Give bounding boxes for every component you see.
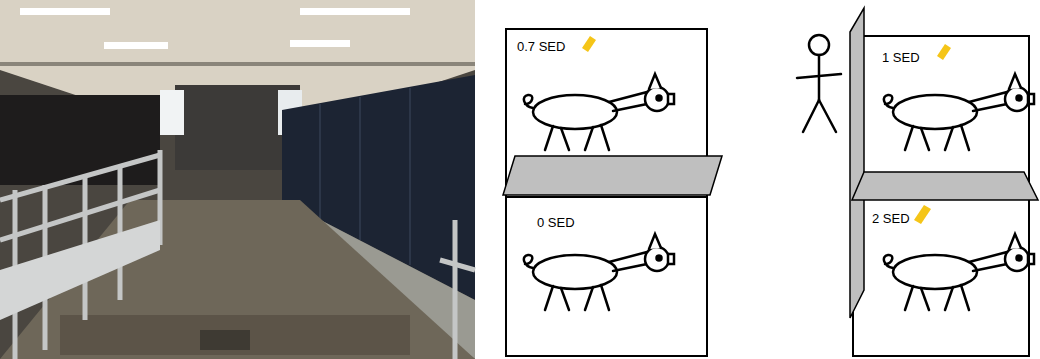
panel-seam [409,88,411,265]
floor-drain [200,330,250,350]
partition-wall [850,8,864,318]
barn-photo [0,0,475,359]
pen-label: 0.7 SED [517,40,565,53]
pen-label: 1 SED [882,51,920,64]
pen-box: 2 SED [852,190,1030,357]
rail-post [453,220,458,359]
partition-wall [503,156,722,195]
person-head [809,35,829,55]
photo-base [0,0,475,359]
pig-figure [884,234,1034,310]
light-icon [914,205,931,224]
ceiling-light [300,8,410,15]
left-dark-panel [0,95,160,185]
light-icon [582,36,596,52]
ceiling-light [104,42,168,49]
person-figure [797,35,841,132]
rail-bar [0,155,160,200]
person-body [818,55,821,100]
partition-wall [852,172,1038,200]
window [160,90,184,135]
ceiling-pipe [0,62,475,66]
floor [0,200,475,359]
light-icon [937,44,951,60]
pig-figure [524,74,674,150]
person-leg [803,100,819,132]
pen-box: 1 SED [852,35,1030,193]
person-arms [797,74,841,78]
pig-figure [884,74,1034,150]
left-pen-railing [0,150,160,359]
left-pen-board [0,220,160,320]
panel-seam [319,104,321,220]
ceiling-light [20,8,110,15]
pen-box: 0.7 SED [505,28,708,198]
rail-bar [440,260,475,270]
right-pen-railing [440,220,475,359]
panel-seam [359,97,361,240]
floor-grate [60,315,410,355]
person-leg [819,100,836,132]
pig-figure [524,234,674,310]
ceiling-light [290,40,350,47]
pen-box: 0 SED [505,196,708,357]
pen-label: 2 SED [872,212,910,225]
pen-label: 0 SED [537,216,575,229]
